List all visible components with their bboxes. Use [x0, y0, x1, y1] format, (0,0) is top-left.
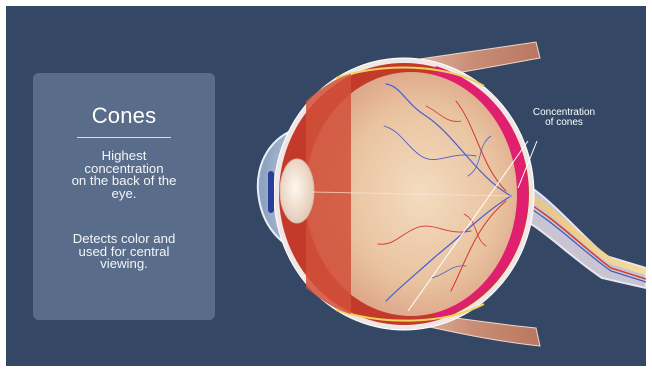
callout-label: Concentration of cones [519, 108, 609, 128]
iris [268, 171, 274, 213]
slide: Cones Highest concentration on the back … [6, 6, 646, 366]
lens [280, 159, 314, 223]
eye-cross-section-illustration [6, 6, 646, 366]
